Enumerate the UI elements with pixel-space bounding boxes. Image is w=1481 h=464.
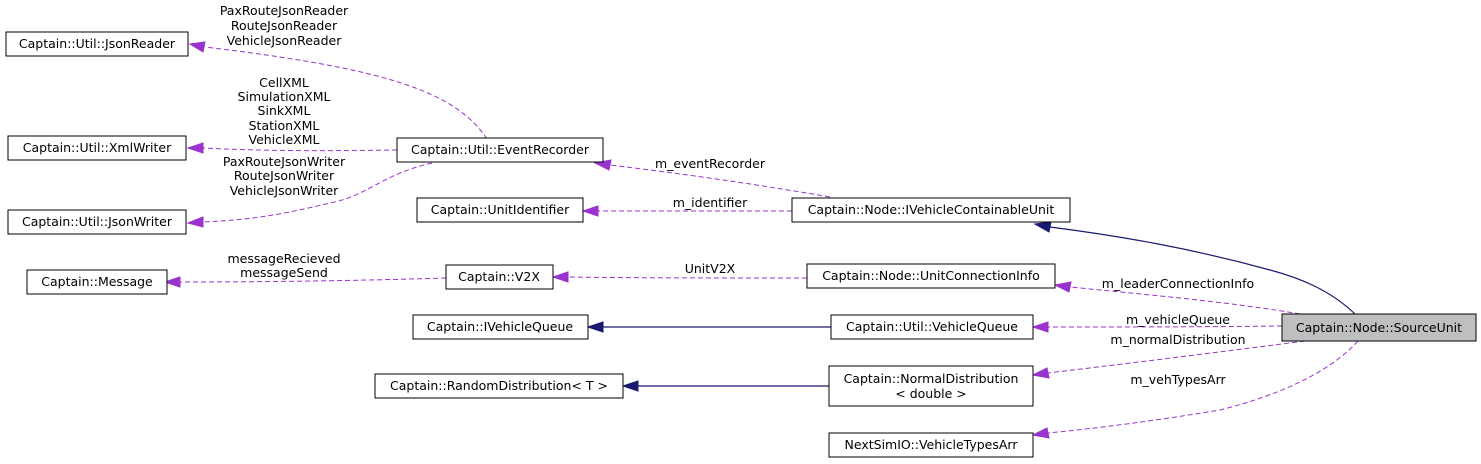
arrowhead-connectioninfo [1053, 281, 1072, 293]
edge-sourceunit-containable [1049, 226, 1356, 315]
arrowhead-identifier [581, 205, 599, 217]
edge-label-message-2: messageSend [240, 265, 328, 280]
node-vehicle-queue-label: Captain::Util::VehicleQueue [846, 319, 1018, 334]
node-random-distribution[interactable]: Captain::RandomDistribution< T > [374, 373, 624, 399]
node-source-unit-label: Captain::Node::SourceUnit [1296, 320, 1462, 335]
arrowhead-randomdist [621, 380, 639, 392]
arrowhead-containable [1033, 221, 1052, 233]
edge-label-xml-writer-3: SinkXML [258, 103, 311, 118]
edge-sourceunit-vehtypes [1047, 340, 1359, 434]
arrowhead-v2x [551, 271, 569, 283]
node-random-distribution-label: Captain::RandomDistribution< T > [390, 378, 608, 393]
node-json-reader-label: Captain::Util::JsonReader [19, 36, 176, 51]
arrowhead-xmlwriter [186, 142, 204, 154]
node-unit-identifier-label: Captain::UnitIdentifier [431, 202, 570, 217]
edge-label-veh-types-arr: m_vehTypesArr [1130, 372, 1226, 387]
edge-label-vehicle-queue: m_vehicleQueue [1126, 312, 1230, 327]
node-json-writer-label: Captain::Util::JsonWriter [22, 214, 173, 229]
edge-label-xml-writer-1: CellXML [259, 75, 309, 90]
node-v2x[interactable]: Captain::V2X [445, 264, 554, 290]
node-xml-writer[interactable]: Captain::Util::XmlWriter [7, 135, 187, 161]
node-normal-distribution-label-line2: < double > [895, 386, 967, 401]
node-normal-distribution[interactable]: Captain::NormalDistribution < double > [828, 365, 1034, 407]
edge-label-xml-writer-4: StationXML [249, 118, 320, 133]
arrowhead-vehtypes [1031, 427, 1050, 439]
arrowhead-message [163, 276, 181, 288]
arrowhead-normaldist [1031, 367, 1050, 379]
edge-sourceunit-vehiclequeue [1047, 325, 1283, 328]
edge-label-normal-distribution: m_normalDistribution [1110, 332, 1245, 347]
node-normal-distribution-label-line1: Captain::NormalDistribution [844, 371, 1019, 386]
node-vehicle-types-arr-label: NextSimIO::VehicleTypesArr [845, 437, 1019, 452]
node-ivehicle-containable-unit[interactable]: Captain::Node::IVehicleContainableUnit [791, 197, 1071, 223]
node-ivehicle-queue[interactable]: Captain::IVehicleQueue [412, 314, 589, 340]
arrowhead-jsonreader [188, 41, 206, 53]
node-event-recorder[interactable]: Captain::Util::EventRecorder [396, 137, 604, 163]
edge-label-identifier: m_identifier [673, 195, 748, 210]
arrowhead-ivehiclequeue [586, 321, 604, 333]
edge-label-json-writer-3: VehicleJsonWriter [230, 183, 339, 198]
edge-label-v2x: UnitV2X [685, 261, 736, 276]
edge-eventrecorder-jsonwriter [202, 162, 433, 223]
edge-v2x-message [179, 277, 447, 283]
node-ivehicle-queue-label: Captain::IVehicleQueue [427, 319, 573, 334]
node-source-unit[interactable]: Captain::Node::SourceUnit [1281, 313, 1477, 342]
edge-label-json-writer-1: PaxRouteJsonWriter [223, 154, 346, 169]
edge-label-event-recorder: m_eventRecorder [655, 156, 766, 171]
edge-label-xml-writer-2: SimulationXML [238, 89, 331, 104]
edge-eventrecorder-xmlwriter [202, 147, 398, 152]
node-vehicle-queue[interactable]: Captain::Util::VehicleQueue [830, 314, 1034, 340]
edge-label-json-reader-2: RouteJsonReader [231, 18, 338, 33]
edge-connectioninfo-v2x [567, 276, 808, 279]
edge-label-xml-writer-5: VehicleXML [248, 132, 319, 147]
node-ivehicle-containable-unit-label: Captain::Node::IVehicleContainableUnit [808, 202, 1055, 217]
node-vehicle-types-arr[interactable]: NextSimIO::VehicleTypesArr [828, 432, 1034, 458]
edge-containable-eventrecorder [609, 164, 831, 198]
edge-label-message-1: messageRecieved [227, 251, 340, 266]
node-message[interactable]: Captain::Message [26, 269, 168, 295]
edge-label-json-writer-2: RouteJsonWriter [234, 168, 335, 183]
edge-eventrecorder-jsonreader [204, 46, 488, 140]
node-json-writer[interactable]: Captain::Util::JsonWriter [7, 209, 187, 235]
edge-sourceunit-connectioninfo [1069, 286, 1301, 315]
node-json-reader[interactable]: Captain::Util::JsonReader [5, 31, 189, 57]
node-xml-writer-label: Captain::Util::XmlWriter [23, 140, 172, 155]
edge-label-json-reader-3: VehicleJsonReader [227, 33, 343, 48]
edge-sourceunit-normaldist [1047, 340, 1306, 374]
edge-label-json-reader-1: PaxRouteJsonReader [220, 3, 349, 18]
node-event-recorder-label: Captain::Util::EventRecorder [411, 142, 590, 157]
node-unit-identifier[interactable]: Captain::UnitIdentifier [416, 197, 584, 223]
node-unit-connection-info-label: Captain::Node::UnitConnectionInfo [822, 268, 1040, 283]
arrowhead-vehiclequeue [1031, 321, 1049, 333]
edge-label-leader-connection: m_leaderConnectionInfo [1102, 276, 1254, 291]
arrowhead-jsonwriter [186, 216, 204, 228]
node-v2x-label: Captain::V2X [458, 269, 540, 284]
node-unit-connection-info[interactable]: Captain::Node::UnitConnectionInfo [806, 263, 1056, 289]
node-message-label: Captain::Message [41, 274, 153, 289]
